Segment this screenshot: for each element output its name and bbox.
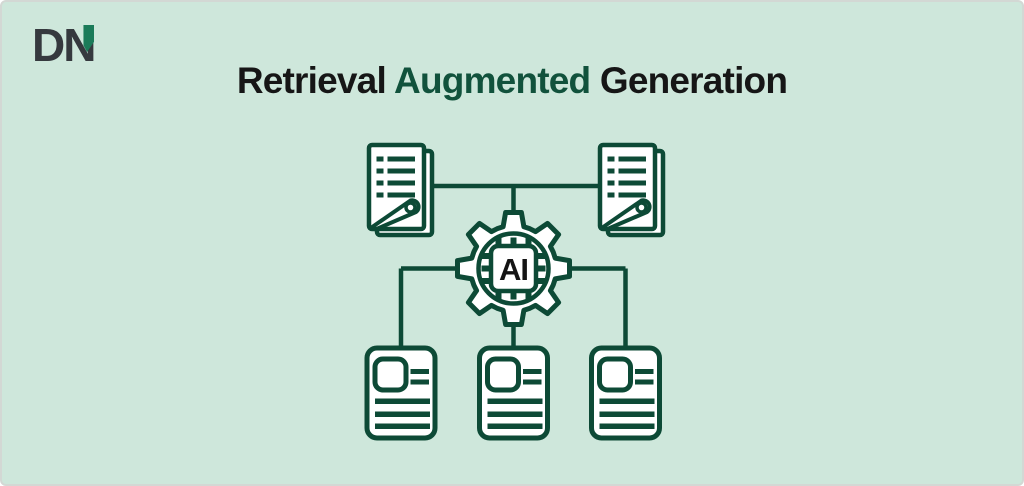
brand-logo: DN bbox=[32, 22, 96, 68]
document-text-lines bbox=[607, 156, 646, 198]
card-thumbnail-square bbox=[597, 356, 633, 393]
brand-logo-accent-wedge bbox=[83, 25, 95, 52]
document-icon-top-right bbox=[597, 142, 666, 238]
chip-body bbox=[488, 243, 539, 294]
document-fold-curl bbox=[635, 201, 648, 214]
card-thumbnail-square bbox=[485, 356, 521, 393]
document-icon-top-left bbox=[366, 142, 435, 238]
result-card-left bbox=[364, 345, 438, 441]
result-card-right bbox=[589, 345, 662, 441]
title-word-retrieval: Retrieval bbox=[236, 60, 387, 101]
result-card-center bbox=[477, 345, 550, 441]
chip-label: AI bbox=[499, 252, 528, 287]
document-fold-curl bbox=[404, 201, 417, 214]
page-title: Retrieval Augmented Generation bbox=[2, 60, 1022, 102]
ai-chip-icon: AI bbox=[481, 237, 546, 300]
document-text-lines bbox=[376, 156, 415, 198]
title-word-generation: Generation bbox=[599, 60, 788, 101]
rag-diagram: AI bbox=[364, 142, 666, 441]
chip-pins bbox=[481, 237, 546, 300]
card-thumbnail-square bbox=[372, 356, 409, 393]
ai-gear-icon: AI bbox=[455, 210, 572, 327]
title-word-augmented: Augmented bbox=[394, 60, 591, 101]
